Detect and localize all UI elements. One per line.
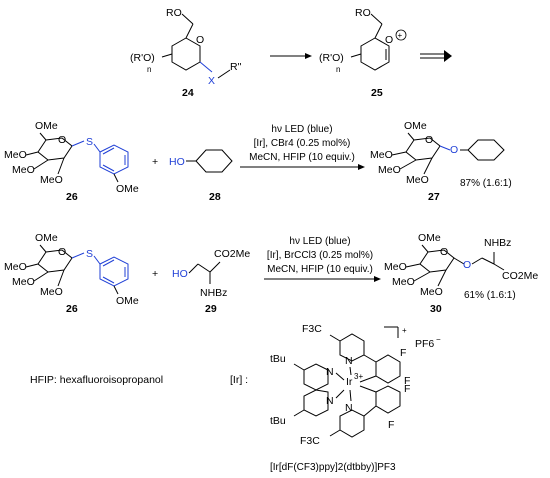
compound-25: RO O + (R'O) n 25 xyxy=(319,7,407,99)
plus-sign: + xyxy=(152,156,158,168)
plus-sign-2: + xyxy=(152,268,158,280)
compound-26-label-2: 26 xyxy=(66,303,78,315)
atom-r2: R" xyxy=(230,61,242,73)
iridium-catalyst: + PF6 − Ir 3+ N F3C F F N N tBu tBu N F3… xyxy=(270,323,441,473)
condition-light: hν LED (blue) xyxy=(271,124,332,135)
cf3-lower: F3C xyxy=(300,435,320,447)
atom-ome: OMe xyxy=(35,232,58,244)
compound-24: RO O (R'O) n X R" 24 xyxy=(130,7,242,99)
product-27: OMe O MeO MeO MeO O 27 87% (1.6:1) xyxy=(370,120,512,203)
condition-solvent: MeCN, HFIP (10 equiv.) xyxy=(249,152,355,163)
condition-solvent-2: MeCN, HFIP (10 equiv.) xyxy=(267,264,373,275)
ppy-n-lower: N xyxy=(345,402,353,414)
compound-26-label: 26 xyxy=(66,191,78,203)
atom-ro: RO xyxy=(166,7,182,19)
atom-ome-aryl: OMe xyxy=(116,183,139,195)
substrate-26-row2: OMe O MeO MeO MeO S OMe 26 xyxy=(4,232,139,315)
tbu-lower: tBu xyxy=(270,415,286,427)
ring-o-30: O xyxy=(440,246,448,258)
fluorine-1: F xyxy=(400,347,406,359)
atom-ome-p: OMe xyxy=(404,120,427,132)
atom-ho-29: HO xyxy=(172,268,188,280)
hfip-definition: HFIP: hexafluoroisopropanol xyxy=(30,374,163,386)
cf3-upper: F3C xyxy=(302,323,322,335)
atom-meo-3: MeO xyxy=(40,286,63,298)
compound-30-label: 30 xyxy=(430,303,442,315)
bpy-n-lower: N xyxy=(326,395,334,407)
fluorine-4: F xyxy=(388,419,394,431)
atom-meo-p2: MeO xyxy=(378,164,401,176)
catalyst-name: [Ir[dF(CF3)ppy]2(dtbby)]PF3 xyxy=(270,462,396,473)
compound-28-label: 28 xyxy=(209,191,221,203)
atom-n: n xyxy=(147,65,151,74)
atom-co2me-30: CO2Me xyxy=(502,270,538,282)
atom-s: S xyxy=(86,248,93,260)
atom-ro-25: RO xyxy=(355,7,371,19)
atom-rprime-o-25: (R'O) xyxy=(319,52,344,64)
atom-nhbz: NHBz xyxy=(200,287,227,299)
atom-meo-3: MeO xyxy=(40,174,63,186)
glycosidic-o: O xyxy=(450,144,458,156)
atom-meo-1: MeO xyxy=(4,149,27,161)
compound-24-label: 24 xyxy=(182,87,194,99)
atom-ome-aryl: OMe xyxy=(116,295,139,307)
atom-s: S xyxy=(86,136,93,148)
ring-o-p: O xyxy=(425,134,433,146)
atom-ome-30: OMe xyxy=(418,232,441,244)
atom-meo-p3: MeO xyxy=(406,174,429,186)
iridium-atom: Ir xyxy=(346,376,353,388)
atom-meo-p1: MeO xyxy=(370,149,393,161)
ring-o: O xyxy=(58,246,66,258)
compound-25-label: 25 xyxy=(371,87,383,99)
glycosidic-o-30: O xyxy=(463,259,471,271)
ppy-n-upper: N xyxy=(345,355,353,367)
atom-x: X xyxy=(208,75,215,87)
conditions-1: hν LED (blue) [Ir], CBr4 (0.25 mol%) MeC… xyxy=(240,124,365,170)
atom-meo-30a: MeO xyxy=(384,261,407,273)
substrate-26-row1: OMe O MeO MeO MeO S OMe 26 xyxy=(4,120,139,203)
atom-ho: HO xyxy=(169,156,185,168)
atom-meo-30c: MeO xyxy=(420,286,443,298)
atom-ome: OMe xyxy=(35,120,58,132)
complex-charge: + xyxy=(402,326,407,335)
conditions-2: hν LED (blue) [Ir], BrCCl3 (0.25 mol%) M… xyxy=(264,236,381,282)
condition-light-2: hν LED (blue) xyxy=(289,236,350,247)
compound-27-label: 27 xyxy=(428,191,440,203)
condition-catalyst: [Ir], CBr4 (0.25 mol%) xyxy=(254,138,351,149)
atom-n-25: n xyxy=(336,65,340,74)
counterion: PF6 xyxy=(415,338,434,350)
compound-29-label: 29 xyxy=(205,303,217,315)
iridium-charge: 3+ xyxy=(354,372,363,381)
yield-30: 61% (1.6:1) xyxy=(464,290,516,301)
nucleophile-28: HO 28 xyxy=(169,149,233,203)
ring-o: O xyxy=(58,134,66,146)
product-30: OMe O MeO MeO MeO O NHBz CO2Me 30 61% (1… xyxy=(384,232,538,315)
nucleophile-29: HO CO2Me NHBz 29 xyxy=(172,248,250,315)
atom-meo-2: MeO xyxy=(12,276,35,288)
fluorine-2: F xyxy=(404,375,410,387)
tbu-upper: tBu xyxy=(270,353,286,365)
fluorine-3: F xyxy=(404,383,410,395)
ir-key: [Ir] : xyxy=(230,374,248,386)
atom-nhbz-30: NHBz xyxy=(484,237,511,249)
yield-27: 87% (1.6:1) xyxy=(460,178,512,189)
atom-meo-1: MeO xyxy=(4,261,27,273)
ring-oxygen: O xyxy=(196,34,204,46)
positive-charge: + xyxy=(398,31,403,40)
counterion-charge: − xyxy=(436,335,441,344)
bpy-n-upper: N xyxy=(326,366,334,378)
oxocarbenium-oxygen: O xyxy=(385,34,393,46)
atom-rprime-o: (R'O) xyxy=(130,52,155,64)
atom-co2me: CO2Me xyxy=(214,248,250,260)
atom-meo-30b: MeO xyxy=(392,276,415,288)
condition-catalyst-2: [Ir], BrCCl3 (0.25 mol%) xyxy=(267,250,373,261)
atom-meo-2: MeO xyxy=(12,164,35,176)
